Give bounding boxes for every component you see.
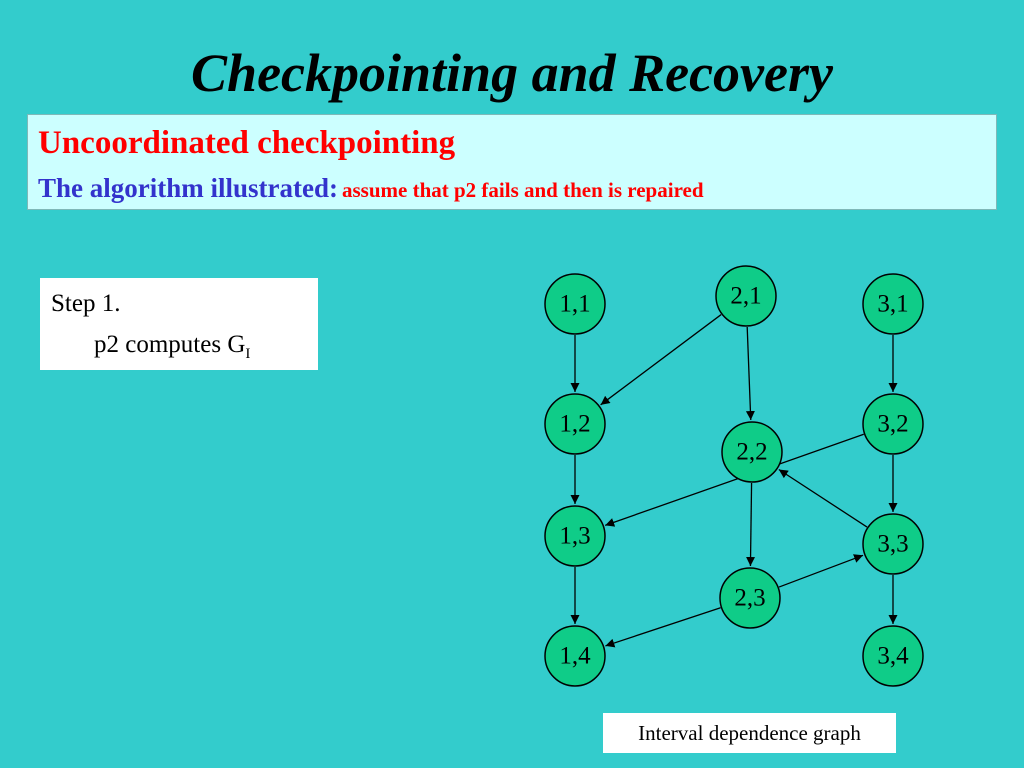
subtitle-line: The algorithm illustrated: assume that p… — [38, 173, 704, 204]
step-text-subscript: I — [245, 346, 251, 362]
nodes-layer: 1,1 1,2 1,3 1,4 2,1 2,2 2,3 3,1 3,2 3,3 3,4 — [544, 265, 924, 687]
node-1-4: 1,4 — [544, 625, 606, 687]
node-circle — [544, 393, 606, 455]
slide-title: Checkpointing and Recovery — [191, 43, 833, 103]
node-circle — [862, 393, 924, 455]
node-3-4: 3,4 — [862, 625, 924, 687]
edge-3-2-to-1-3 — [604, 433, 864, 527]
node-label: 3,4 — [877, 643, 909, 670]
node-circle — [719, 567, 781, 629]
step-label: Step 1. — [51, 290, 121, 317]
node-circle — [862, 625, 924, 687]
node-label: 3,1 — [877, 291, 908, 318]
node-label: 3,3 — [877, 531, 908, 558]
subtitle-heading: Uncoordinated checkpointing — [38, 125, 456, 161]
node-1-2: 1,2 — [544, 393, 606, 455]
edges-layer — [570, 314, 898, 648]
node-circle — [544, 273, 606, 335]
step-text-main: p2 computes G — [94, 331, 246, 358]
node-circle — [715, 265, 777, 327]
edge-2-1-to-1-2 — [600, 314, 722, 406]
edge-2-3-to-3-3 — [778, 554, 864, 588]
node-circle — [862, 513, 924, 575]
graph-caption: Interval dependence graph — [603, 713, 896, 753]
subtitle-box: Uncoordinated checkpointing The algorith… — [27, 114, 997, 210]
node-2-1: 2,1 — [715, 265, 777, 327]
node-circle — [862, 273, 924, 335]
node-label: 1,4 — [559, 643, 591, 670]
node-label: 2,3 — [734, 585, 765, 612]
node-circle — [721, 421, 783, 483]
edge-2-1-to-2-2 — [745, 326, 755, 421]
node-label: 1,3 — [559, 523, 590, 550]
node-label: 2,1 — [730, 283, 761, 310]
node-label: 1,2 — [559, 411, 590, 438]
node-3-2: 3,2 — [862, 393, 924, 455]
node-circle — [544, 505, 606, 567]
edge-3-3-to-2-2 — [778, 468, 868, 528]
failure-assumption: assume that p2 fails and then is repaire… — [341, 178, 704, 202]
node-label: 1,1 — [559, 291, 590, 318]
step-box: Step 1. p2 computes GI — [40, 278, 318, 370]
node-circle — [544, 625, 606, 687]
node-1-3: 1,3 — [544, 505, 606, 567]
node-1-1: 1,1 — [544, 273, 606, 335]
node-label: 3,2 — [877, 411, 908, 438]
step-text: p2 computes GI — [94, 331, 250, 363]
edge-2-2-to-2-3 — [746, 482, 756, 567]
node-3-1: 3,1 — [862, 273, 924, 335]
node-2-3: 2,3 — [719, 567, 781, 629]
node-2-2: 2,2 — [721, 421, 783, 483]
algorithm-label: The algorithm illustrated: — [38, 173, 338, 203]
node-label: 2,2 — [736, 439, 767, 466]
edge-2-3-to-1-4 — [605, 607, 721, 648]
node-3-3: 3,3 — [862, 513, 924, 575]
